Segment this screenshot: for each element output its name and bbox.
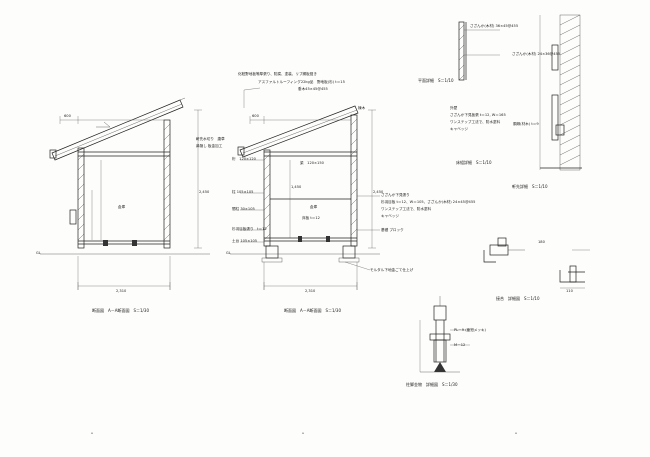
note-r2: 杉羽目板 t＝12、W＝105、さざんか(木材) 24×45@455 [381,200,476,204]
dim-width-1: 2,310 [116,289,127,293]
note-wall: 杉羽目板張り t＝12 [232,227,267,231]
svg-text:a: a [515,431,517,435]
note-m12: M－12 [454,343,466,347]
dim-600-2: 600 [252,114,259,118]
svg-text:a: a [302,431,304,435]
note-top-r1: さざんか(木材) 36×45@455 [470,24,519,28]
caption-eave-detail: 軒先詳細 S＝1/10 [512,184,548,189]
note-found: 基礎 ブロック [381,228,404,232]
note-top-r2: さざんか(木材) 24×36@455 [512,52,561,56]
note-floor: 床板 t＝12 [302,216,320,220]
dim-height-1: 2,450 [199,190,210,194]
left-wall-1 [77,147,85,249]
note-roof-3: 垂木45×45@455 [298,87,328,91]
note-pl: PL－9 (亜鉛メッキ) [454,328,486,332]
note-mid-r1: 外壁 [450,106,458,110]
note-gl-1: GL [36,251,41,255]
caption-floor-detail: 床組詳細 S＝1/10 [456,160,492,165]
section-2 [230,87,380,290]
note-ridge: 棟木 [358,106,366,110]
post-detail [419,296,470,373]
footing-left [265,245,279,259]
eave-detail-right [539,14,582,171]
left-wall-2 [263,149,271,247]
note-gl-2: GL [226,251,231,255]
dim-height-3: 1,450 [291,185,302,189]
note-mid-r2: さざんか下見板張 t＝12, W＝165 [450,113,506,117]
room-label-2: 倉庫 [310,205,318,209]
dim-width-2: 2,310 [305,289,316,293]
footing-right [342,245,356,259]
right-wall-2 [350,114,358,247]
caption-plan-detail: 平面詳細 S＝1/10 [418,78,454,83]
note-r1: さざんか下見張り [381,193,410,197]
caption-joint-detail: 接合 詳細図 S＝1/10 [496,296,540,301]
caption-post-detail: 柱脚金物 詳細図 S＝1/30 [406,382,458,387]
plan-detail-top [458,21,500,81]
floor-detail [483,237,590,289]
dim-height-2: 2,450 [373,190,384,194]
caption-section-1: 断面図 A－A断面図 S＝1/30 [92,308,149,313]
note-stud: 間柱 30×105 [232,207,255,211]
note-post: 柱 105×105 [232,190,254,194]
note-mid-r4: キャベッジ [450,127,468,131]
room-label-1: 倉庫 [118,205,126,209]
post-section [433,305,447,321]
dim-110: 110 [566,289,573,293]
roof-slab-1 [51,99,184,161]
section-1 [40,97,210,290]
note-sill: 土台 105×105 [232,239,258,243]
note-mid-r3: ワンステップ工法で、防水塗料 [450,120,501,124]
note-beam-1: 桁 120×120 [232,157,256,161]
note-left-1: 軒先水切り 唐草 [196,137,225,141]
note-r4: キャベッジ [381,214,399,218]
caption-section-2: 断面図 A－A断面図 S＝1/30 [284,308,341,313]
note-base: モルタル下地金ごて仕上げ [370,268,414,272]
note-roof-top: 化粧野地板等厚張り、防腐、塗装、リブ鋼板葺き [238,72,317,76]
note-beam-2: 梁 120×150 [300,161,324,165]
dim-600-1: 600 [64,114,71,118]
svg-text:a: a [91,431,93,435]
note-roof-2: アスファルトルーフィング22kg品 野地板(杉) t＝15 [258,80,345,84]
note-r3: ワンステップ工法で、防水塗料 [381,207,432,211]
dim-180: 180 [538,240,545,244]
note-left-2: 鼻隠し 板金加工 [196,144,223,148]
note-mid-r5: 胴縁(材木) t＝9 [513,122,539,126]
